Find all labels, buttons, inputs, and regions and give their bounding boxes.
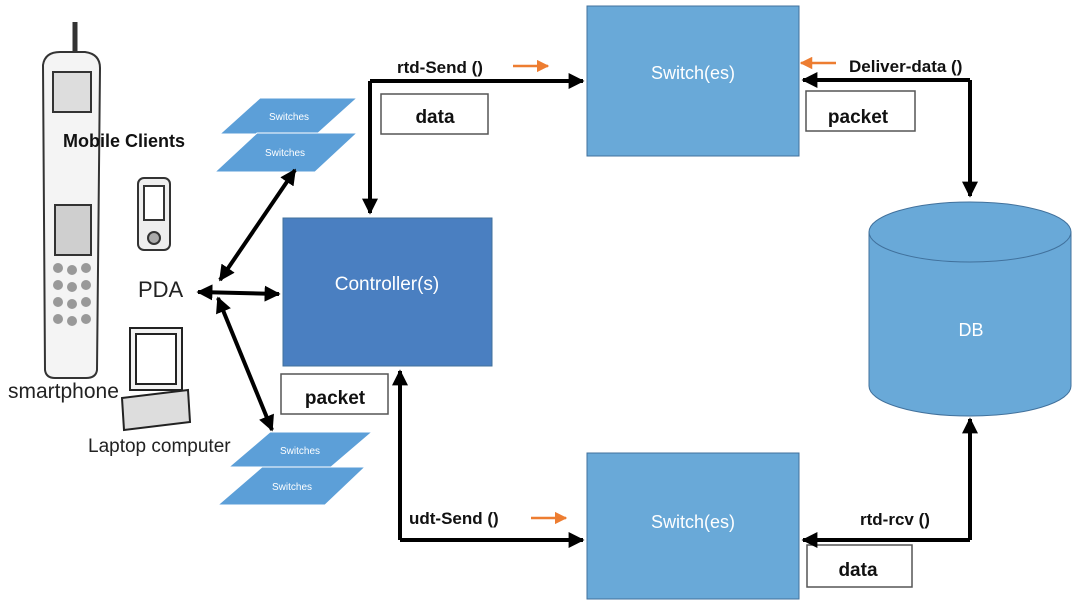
rtd-send-label: rtd-Send ()	[397, 58, 483, 77]
smartphone-icon	[41, 22, 102, 379]
switches-top-b-label: Switches	[265, 148, 305, 159]
controller-label: Controller(s)	[335, 274, 440, 295]
pda-label: PDA	[138, 277, 184, 302]
packet-box-mid	[280, 373, 389, 415]
data-top-label: data	[415, 107, 455, 128]
laptop-icon	[120, 327, 192, 432]
controller-box	[282, 217, 493, 367]
switches-stack-top: Switches Switches	[213, 97, 359, 173]
packet-top-label: packet	[828, 107, 889, 128]
switch-top-box	[586, 5, 800, 157]
switches-bottom-a-label: Switches	[280, 446, 320, 457]
db-cylinder	[868, 201, 1072, 417]
switches-top-a-label: Switches	[269, 112, 309, 123]
laptop-label: Laptop computer	[88, 436, 231, 457]
smartphone-label: smartphone	[8, 380, 119, 403]
data-bottom-label: data	[838, 560, 878, 581]
rtd-rcv-label: rtd-rcv ()	[860, 510, 930, 529]
switch-bottom-label: Switch(es)	[651, 512, 735, 532]
mobile-clients-label: Mobile Clients	[63, 131, 185, 151]
switches-stack-bottom: Switches Switches	[216, 431, 374, 506]
arrow-devices-bottom-switches	[216, 296, 274, 432]
switches-bottom-b-label: Switches	[272, 482, 312, 493]
packet-mid-label: packet	[305, 388, 366, 409]
data-box-bottom	[806, 544, 913, 588]
deliver-data-label: Deliver-data ()	[849, 57, 962, 76]
arrow-devices-controller	[196, 284, 281, 302]
switch-bottom-box	[586, 452, 800, 600]
arrow-devices-top-switches	[218, 168, 297, 282]
switch-top-label: Switch(es)	[651, 63, 735, 83]
udt-send-label: udt-Send ()	[409, 509, 499, 528]
packet-box-top	[805, 90, 916, 132]
data-box-top	[380, 93, 489, 135]
pda-icon	[137, 177, 171, 251]
switches-plane-bottom-b	[216, 466, 367, 506]
db-label: DB	[958, 320, 983, 340]
switches-plane-top-b	[213, 132, 359, 173]
